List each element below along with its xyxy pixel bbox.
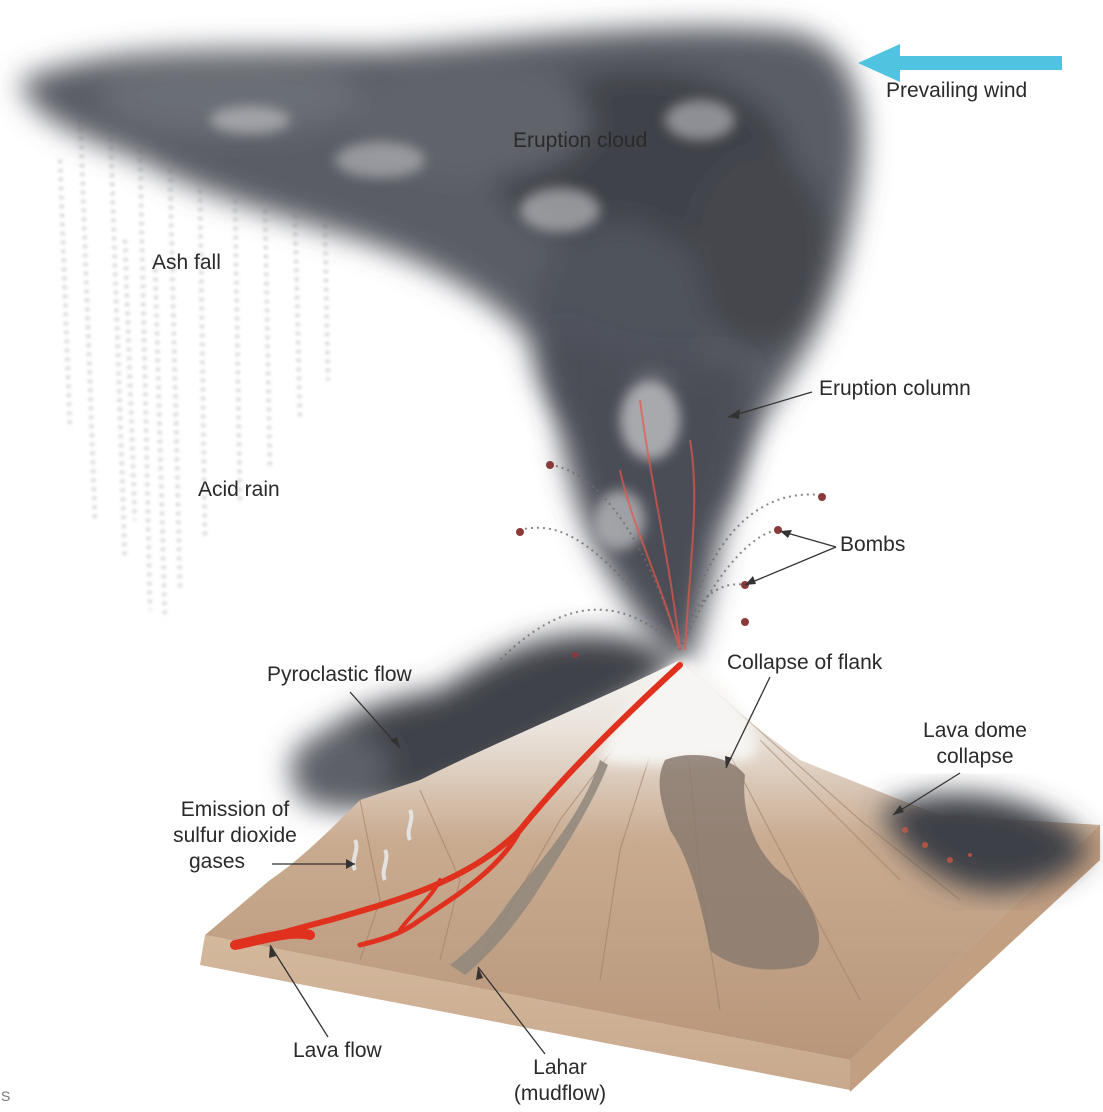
lava-dome-collapse-label: Lava dome collapse	[910, 718, 1040, 770]
ash-fall-label: Ash fall	[152, 250, 221, 276]
bombs-label: Bombs	[840, 532, 905, 558]
prevailing-wind-label: Prevailing wind	[886, 78, 1027, 104]
collapse-of-flank-label: Collapse of flank	[727, 650, 882, 676]
edge-letter: S	[1, 1083, 10, 1109]
lava-flow-label: Lava flow	[293, 1038, 382, 1064]
eruption-column	[556, 330, 748, 660]
emission-sulfur-dioxide-label: Emission of sulfur dioxide gases	[160, 797, 310, 875]
prevailing-wind-arrow	[858, 44, 1062, 82]
pyroclastic-flow-label: Pyroclastic flow	[267, 662, 412, 688]
lahar-label: Lahar (mudflow)	[500, 1055, 620, 1107]
acid-rain-label: Acid rain	[198, 477, 280, 503]
eruption-cloud-label: Eruption cloud	[513, 128, 647, 154]
eruption-column-label: Eruption column	[819, 376, 971, 402]
